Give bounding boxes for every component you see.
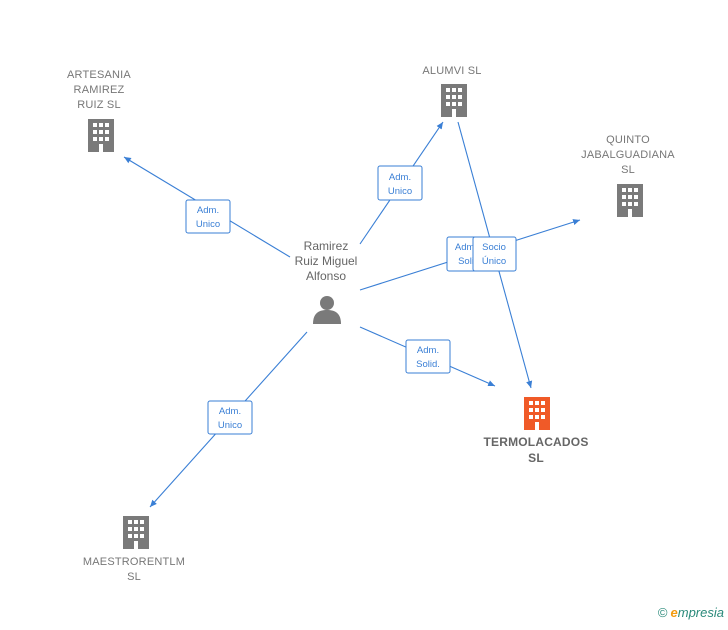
company-name-line: JABALGUADIANA <box>581 149 675 161</box>
edge-label-line: Soli <box>458 256 474 267</box>
edge-label-maestrorentlm: Adm. Unico <box>207 400 253 435</box>
person-node[interactable]: Ramirez Ruiz Miguel Alfonso <box>295 239 358 324</box>
person-name-line: Ramirez <box>304 239 349 253</box>
company-name-line: ALUMVI SL <box>422 65 481 77</box>
person-icon <box>313 296 341 324</box>
edge-label-line: Unico <box>388 186 412 197</box>
company-node-quinto[interactable]: QUINTO JABALGUADIANA SL <box>581 134 675 217</box>
edge-label-line: Unico <box>196 219 220 230</box>
company-name-line: TERMOLACADOS <box>483 435 588 449</box>
building-icon <box>524 397 550 430</box>
company-name-line: RUIZ SL <box>77 99 121 111</box>
edge-label-alumvi-termolacados: Socio Único <box>472 236 517 272</box>
company-name-line: MAESTRORENTLM <box>83 556 185 568</box>
copyright-icon: © <box>657 605 668 620</box>
brand-logo-text: mpresia <box>677 605 724 620</box>
building-icon <box>88 119 114 152</box>
company-name-line: SL <box>127 571 141 583</box>
edge-label-line: Adm. <box>389 172 411 183</box>
company-node-alumvi[interactable]: ALUMVI SL <box>422 65 481 117</box>
edge-label-line: Adm. <box>197 205 219 216</box>
building-icon <box>123 516 149 549</box>
person-name-line: Ruiz Miguel <box>295 254 358 268</box>
edge-label-line: Único <box>482 256 506 267</box>
brand-logo-e: e <box>670 605 678 620</box>
company-name-line: SL <box>528 451 544 465</box>
company-name-line: SL <box>621 164 635 176</box>
edge-label-alumvi: Adm. Unico <box>377 165 423 201</box>
person-name-line: Alfonso <box>306 269 346 283</box>
building-icon <box>441 84 467 117</box>
company-node-maestrorentlm[interactable]: MAESTRORENTLM SL <box>83 516 185 583</box>
building-icon <box>617 184 643 217</box>
edge-label-termolacados: Adm. Solid. <box>405 339 451 374</box>
edge-label-line: Socio <box>482 242 506 253</box>
edge-label-line: Adm. <box>417 345 439 356</box>
brand-footer: ©empresia <box>658 605 724 620</box>
company-name-line: ARTESANIA <box>67 69 131 81</box>
company-node-termolacados[interactable]: TERMOLACADOS SL <box>483 397 588 465</box>
company-node-artesania[interactable]: ARTESANIA RAMIREZ RUIZ SL <box>67 69 131 152</box>
company-name-line: RAMIREZ <box>74 84 125 96</box>
edge-label-line: Unico <box>218 420 242 431</box>
edge-label-line: Adm. <box>219 406 241 417</box>
company-name-line: QUINTO <box>606 134 650 146</box>
edge-label-line: Solid. <box>416 359 440 370</box>
edge-label-artesania: Adm. Unico <box>185 199 231 234</box>
edge-label-line: Adm. <box>455 242 477 253</box>
